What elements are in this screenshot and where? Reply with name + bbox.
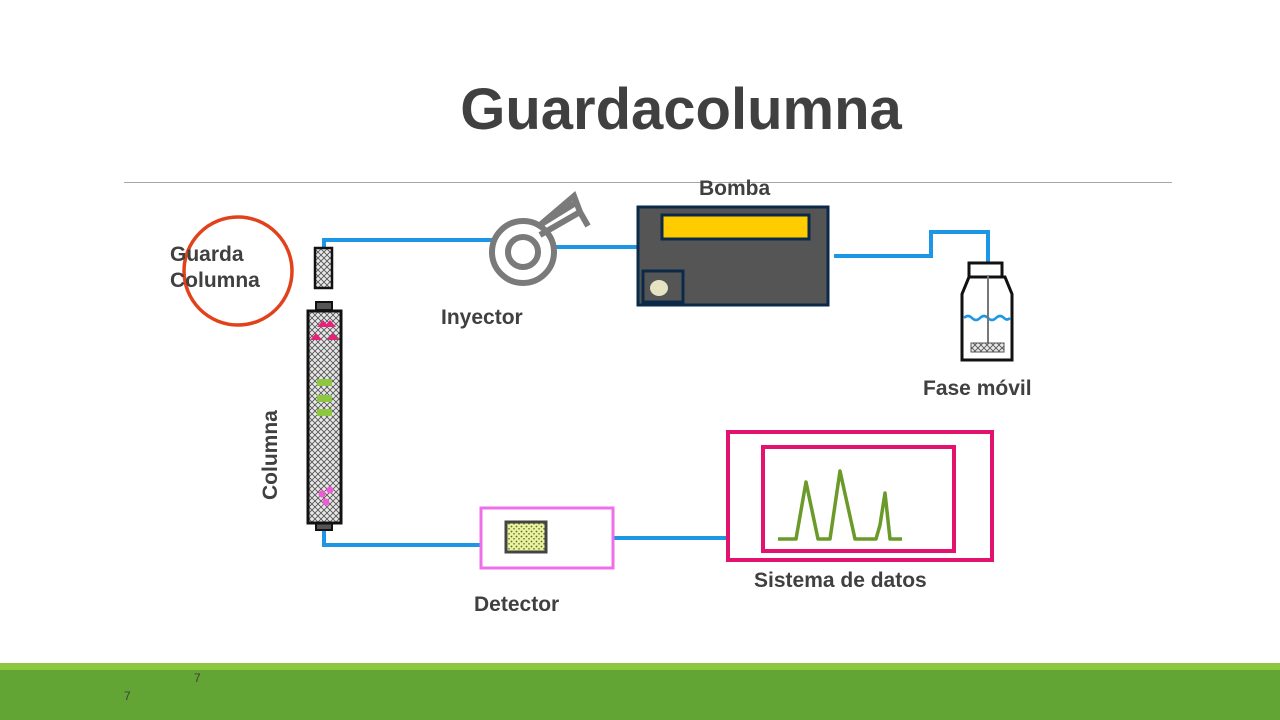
column-label: Columna xyxy=(259,410,282,500)
guard-column-label-line2: Columna xyxy=(170,269,260,292)
chromatogram-icon xyxy=(778,469,902,541)
tubing-column-to-detector xyxy=(322,530,480,547)
detector-icon xyxy=(479,506,615,570)
mobile-phase-label: Fase móvil xyxy=(923,377,1032,400)
title-divider xyxy=(124,182,1172,183)
footer-bar xyxy=(0,670,1280,720)
mobile-phase-bottle-icon xyxy=(960,261,1014,362)
data-system-label: Sistema de datos xyxy=(754,569,927,592)
injector-label: Inyector xyxy=(441,306,523,329)
page-number: 7 xyxy=(194,671,201,685)
footer-accent-bar xyxy=(0,663,1280,670)
page-number-secondary: 7 xyxy=(124,689,131,703)
guard-column-highlight-circle xyxy=(182,215,294,327)
tubing-bottle-to-pump xyxy=(834,230,990,262)
tubing xyxy=(322,230,990,547)
guard-column-icon xyxy=(313,246,334,290)
guard-column-label: Guarda Columna xyxy=(170,242,260,294)
injector-icon xyxy=(489,190,591,286)
page-title: Guardacolumna xyxy=(460,77,902,142)
detector-label: Detector xyxy=(474,593,560,616)
tubing-injector-to-guard xyxy=(322,238,492,250)
guard-column-label-line1: Guarda xyxy=(170,243,244,266)
pump-icon xyxy=(636,205,830,307)
pump-label: Bomba xyxy=(699,177,771,200)
data-system-icon xyxy=(726,430,994,562)
column-icon xyxy=(306,301,343,531)
